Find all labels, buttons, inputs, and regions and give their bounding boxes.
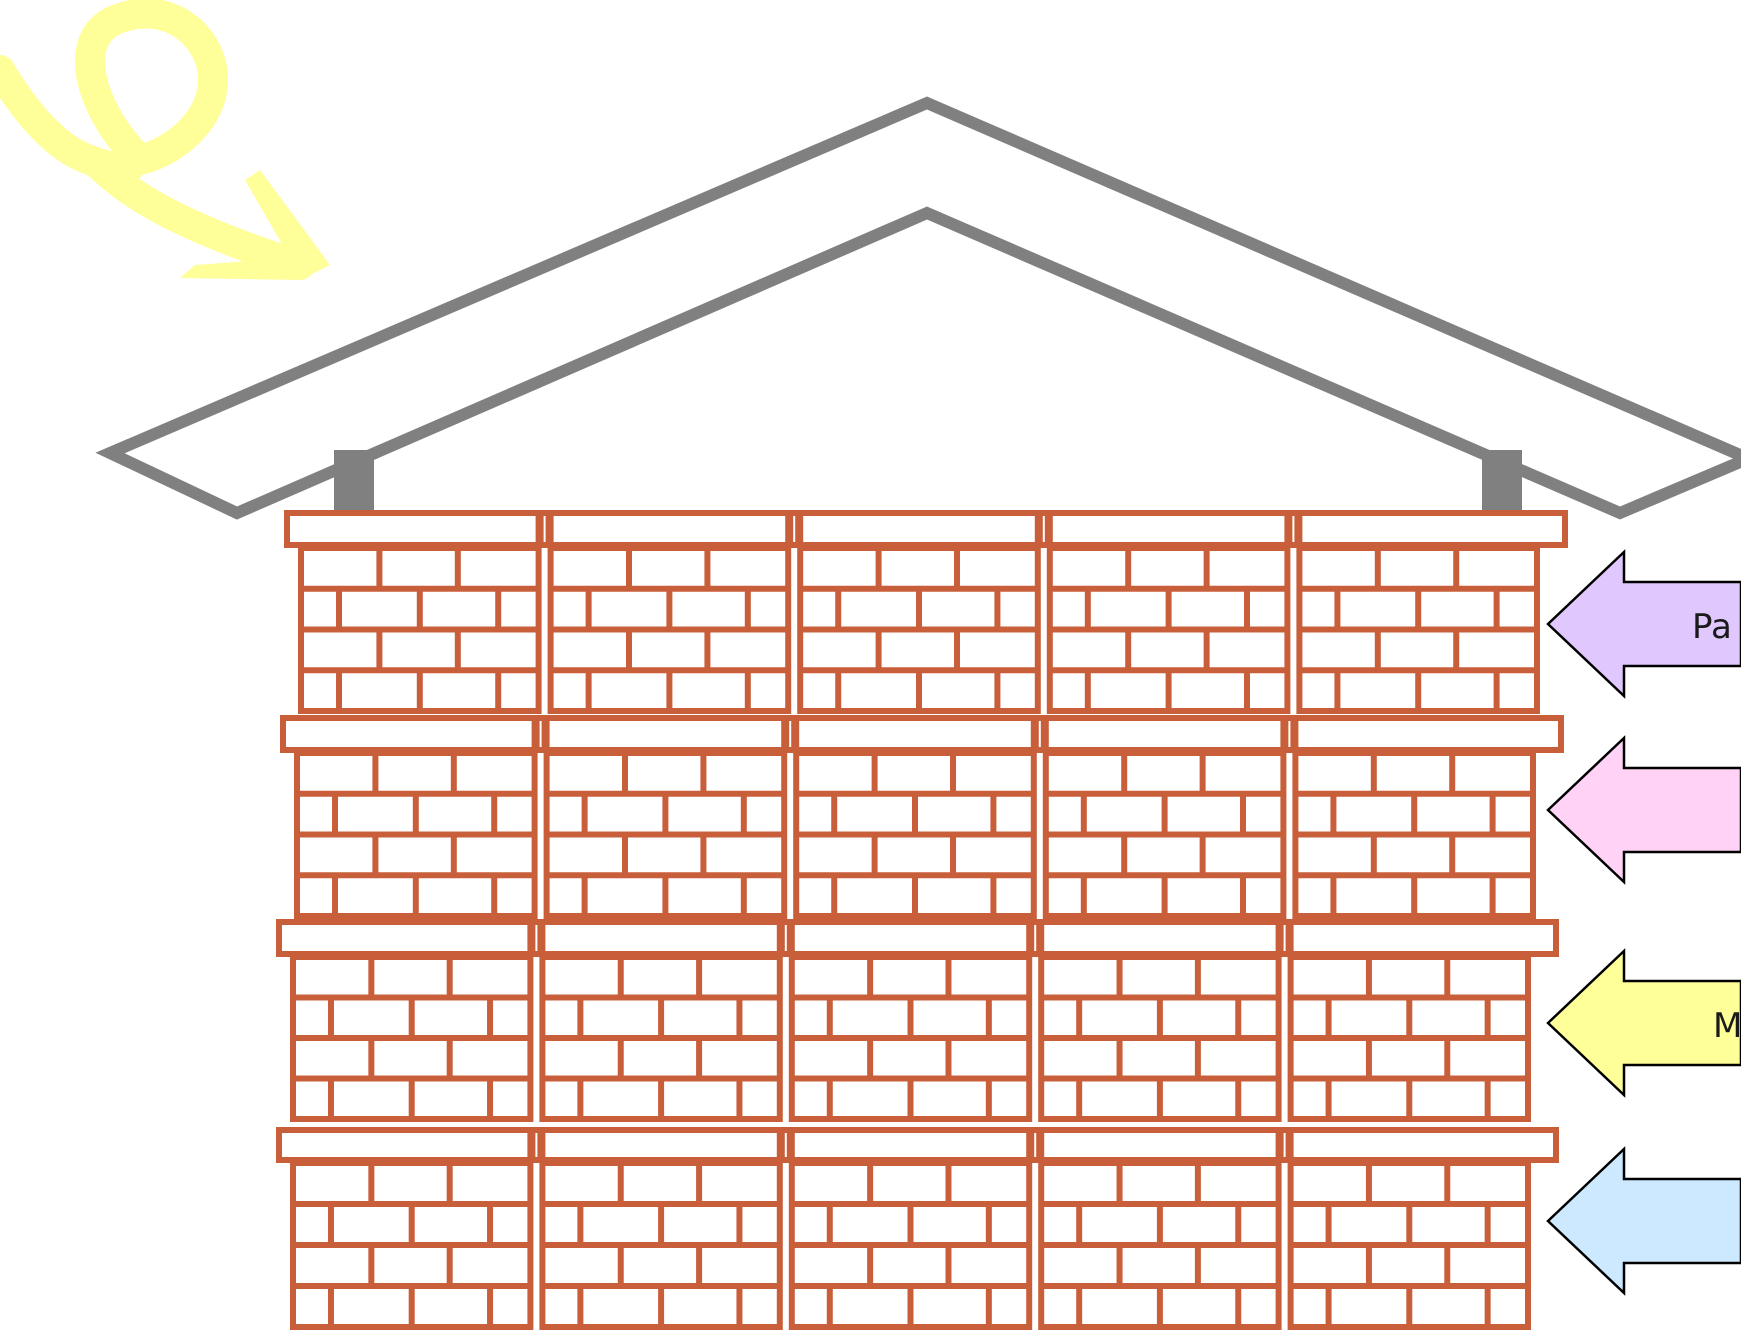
lintel-slab [542, 922, 779, 954]
lintel-joint [1040, 513, 1048, 545]
brick-band-1 [287, 513, 1565, 711]
lintel-joint [541, 513, 549, 545]
lintel-joint [782, 1130, 790, 1160]
lintel-slab [279, 922, 530, 954]
lintel-joint [1031, 1130, 1039, 1160]
lintel-slab [542, 1130, 779, 1160]
lintel-joint [790, 513, 798, 545]
lintel-slab [1295, 718, 1561, 750]
lintel-slab [279, 1130, 530, 1160]
lintel-joint [786, 718, 794, 750]
lintel-slab [287, 513, 539, 545]
lintel-slab [1291, 1130, 1556, 1160]
house-roof-icon [110, 103, 1740, 515]
lintel-slab [1041, 1130, 1278, 1160]
lintel-slab [792, 922, 1029, 954]
lintel-joint [1031, 922, 1039, 954]
lintel-joint [782, 922, 790, 954]
level-arrow-1: Pa [1548, 552, 1741, 696]
lintel-joint [532, 1130, 540, 1160]
lintel-slab [1050, 513, 1288, 545]
lintel-joint [1281, 922, 1289, 954]
lintel-slab [551, 513, 789, 545]
lintel-joint [1281, 1130, 1289, 1160]
arrow-label: Pa [1692, 607, 1732, 647]
arrow-label: M [1713, 1006, 1741, 1046]
left-arrow-icon [1548, 1149, 1741, 1293]
roof-support-right [1482, 450, 1522, 515]
lintel-joint [1289, 513, 1297, 545]
lintel-slab [547, 718, 785, 750]
lintel-slab [796, 718, 1034, 750]
swirl-arrow-icon [0, 14, 330, 280]
level-arrows: PaM [1548, 552, 1741, 1293]
lintel-slab [792, 1130, 1029, 1160]
brick-band-2 [283, 718, 1561, 916]
lintel-joint [537, 718, 545, 750]
lintel-slab [800, 513, 1038, 545]
lintel-joint [532, 922, 540, 954]
left-arrow-icon [1548, 738, 1741, 882]
level-arrow-4 [1548, 1149, 1741, 1293]
lintel-slab [283, 718, 535, 750]
lintel-slab [1299, 513, 1565, 545]
lintel-slab [1291, 922, 1556, 954]
level-arrow-3: M [1548, 951, 1741, 1095]
lintel-joint [1285, 718, 1293, 750]
lintel-slab [1046, 718, 1284, 750]
roof-support-left [334, 450, 374, 515]
lintel-slab [1041, 922, 1278, 954]
brick-band-3 [279, 922, 1556, 1119]
brick-wall [279, 513, 1565, 1327]
lintel-joint [1036, 718, 1044, 750]
brick-band-4 [279, 1130, 1556, 1327]
level-arrow-2 [1548, 738, 1741, 882]
